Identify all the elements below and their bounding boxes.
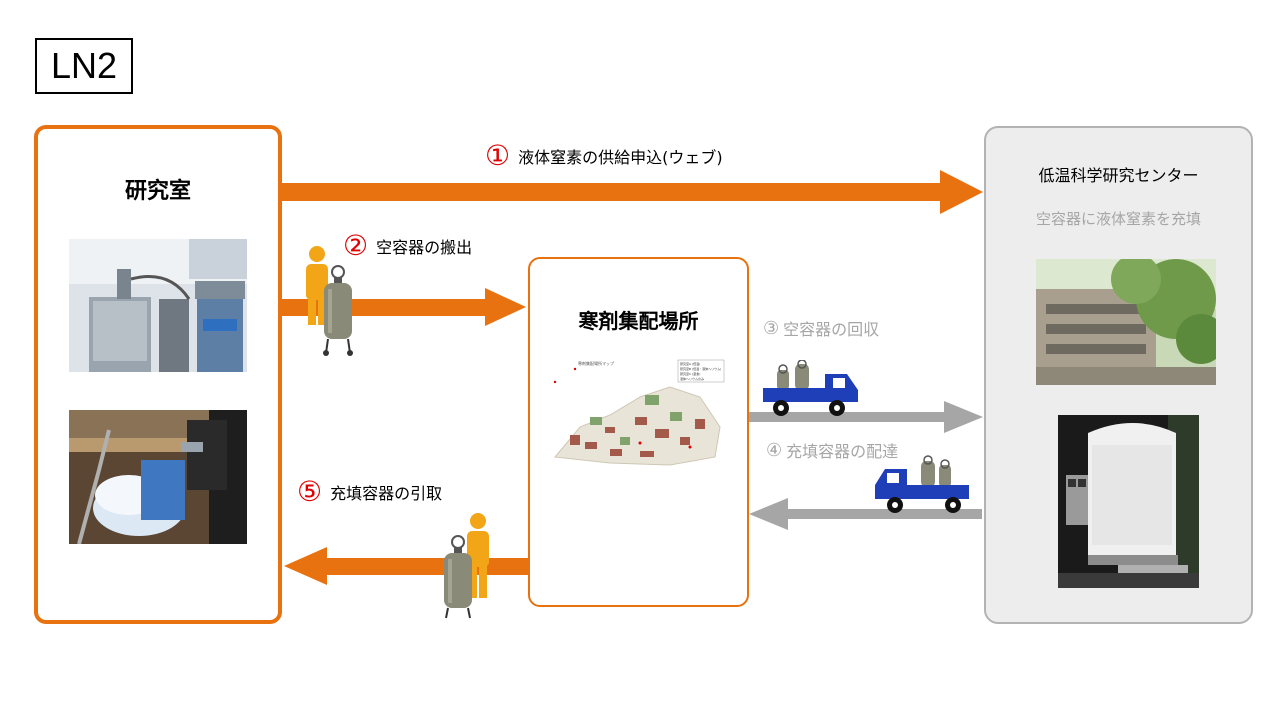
person-with-filled-cylinder-icon bbox=[444, 513, 489, 619]
arrow-step4 bbox=[749, 498, 982, 530]
lab-photo-pouring bbox=[69, 410, 247, 544]
step4-label: ④ 充填容器の配達 bbox=[766, 438, 898, 462]
depot-title: 寒剤集配場所 bbox=[578, 309, 699, 333]
step1-text: 液体窒素の供給申込(ウェブ) bbox=[518, 148, 723, 167]
step1-label: ① 液体窒素の供給申込(ウェブ) bbox=[485, 142, 723, 170]
step1-number: ① bbox=[485, 139, 511, 172]
center-subtitle: 空容器に液体窒素を充填 bbox=[1035, 210, 1201, 228]
depot-map: 寒剤集配場所マップ 研究室A (低温) 研究室B (低温・液体ヘリウム) 研究室… bbox=[550, 357, 727, 471]
step3-label: ③ 空容器の回収 bbox=[763, 316, 879, 340]
map-title: 寒剤集配場所マップ bbox=[578, 360, 614, 366]
step3-number: ③ bbox=[763, 317, 780, 339]
arrow-step1 bbox=[282, 170, 983, 214]
arrow-step3 bbox=[749, 401, 983, 433]
step2-number: ② bbox=[343, 229, 369, 262]
truck-collect-icon bbox=[763, 360, 858, 416]
map-legend-4: 液体ヘリウムのみ bbox=[680, 376, 704, 381]
step2-text: 空容器の搬出 bbox=[376, 238, 473, 257]
lab-panel: 研究室 bbox=[34, 125, 282, 624]
depot-panel: 寒剤集配場所 寒剤集配場所マップ 研究室A (低温) 研究室B (低温・液体ヘリ… bbox=[528, 257, 749, 607]
map-legend-1: 研究室A (低温) bbox=[680, 361, 700, 366]
step5-number: ⑤ bbox=[297, 475, 323, 508]
center-panel: 低温科学研究センター 空容器に液体窒素を充填 bbox=[984, 126, 1253, 624]
step2-label: ② 空容器の搬出 bbox=[343, 232, 472, 260]
center-photo-building bbox=[1036, 259, 1216, 385]
step5-label: ⑤ 充填容器の引取 bbox=[297, 478, 442, 506]
step3-text: 空容器の回収 bbox=[783, 320, 880, 339]
step4-number: ④ bbox=[766, 439, 783, 461]
map-legend-3: 研究室C (窒素) bbox=[680, 371, 700, 376]
ln2-badge: LN2 bbox=[35, 38, 133, 94]
center-title: 低温科学研究センター bbox=[1038, 166, 1199, 185]
step4-text: 充填容器の配達 bbox=[786, 442, 899, 461]
lab-photo-equipment bbox=[69, 239, 247, 372]
center-photo-tank bbox=[1058, 415, 1199, 588]
map-legend-2: 研究室B (低温・液体ヘリウム) bbox=[680, 366, 721, 371]
lab-title: 研究室 bbox=[124, 179, 191, 204]
person-with-empty-cylinder-icon bbox=[306, 246, 353, 356]
step5-text: 充填容器の引取 bbox=[330, 484, 443, 503]
truck-deliver-icon bbox=[875, 455, 969, 513]
